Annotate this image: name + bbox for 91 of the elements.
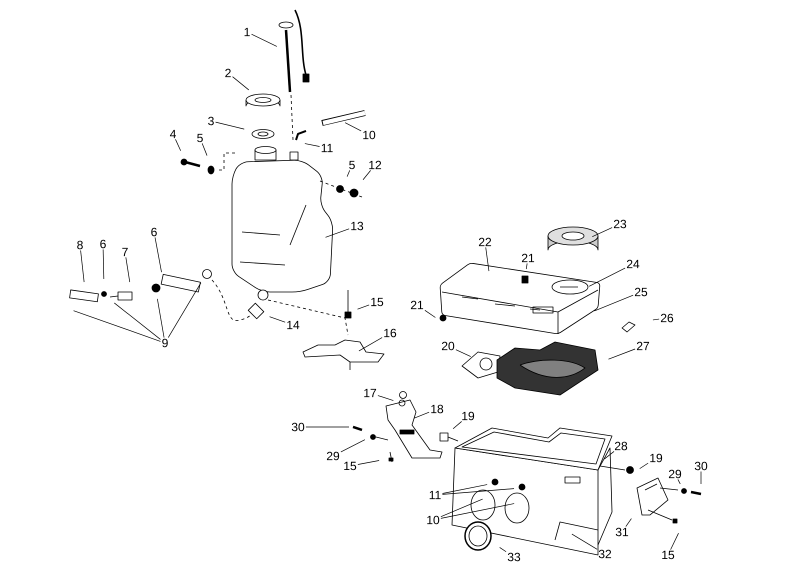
leader-line xyxy=(700,471,702,484)
callout-number: 15 xyxy=(344,462,356,470)
leader-line xyxy=(414,412,430,418)
callout-number: 3 xyxy=(208,116,214,126)
leader-line xyxy=(154,237,162,272)
leader-line xyxy=(157,298,164,338)
leader-line xyxy=(485,247,490,272)
callout-number: 24 xyxy=(626,260,640,268)
leader-line xyxy=(572,534,598,550)
callout-number: 23 xyxy=(614,220,626,228)
callout-number: 31 xyxy=(616,528,628,536)
callout-number: 21 xyxy=(410,300,424,310)
callout-number: 26 xyxy=(660,314,674,322)
leader-line xyxy=(126,256,130,282)
callout-number: 6 xyxy=(100,240,106,248)
callout-number: 2 xyxy=(225,68,231,78)
callout-number: 7 xyxy=(122,248,128,256)
leader-line xyxy=(114,302,161,340)
leader-line xyxy=(175,138,182,152)
callout-number: 17 xyxy=(364,388,376,398)
leader-line xyxy=(670,532,679,550)
leader-line xyxy=(594,294,634,312)
callout-number: 14 xyxy=(287,320,300,330)
callout-number: 13 xyxy=(351,222,364,230)
leader-line xyxy=(639,462,648,469)
leader-line xyxy=(269,316,286,323)
leader-line xyxy=(80,250,84,282)
leader-line xyxy=(251,34,278,47)
leader-line xyxy=(168,282,202,338)
leader-line xyxy=(442,484,488,494)
leader-line xyxy=(499,547,506,552)
callout-number: 27 xyxy=(636,342,650,350)
callout-number: 19 xyxy=(650,454,662,462)
callout-number: 6 xyxy=(151,228,157,236)
leader-line xyxy=(202,143,208,156)
leader-line xyxy=(362,170,371,180)
callout-number: 19 xyxy=(462,412,474,420)
leader-line xyxy=(102,249,104,280)
callout-number: 29 xyxy=(326,452,340,460)
leader-line xyxy=(604,451,614,460)
callout-number: 10 xyxy=(363,130,376,140)
leader-line xyxy=(678,479,681,484)
leader-line xyxy=(625,518,632,527)
callout-number: 33 xyxy=(508,552,520,562)
leader-line xyxy=(358,337,382,352)
callout-number: 21 xyxy=(522,254,534,262)
leader-line xyxy=(306,426,350,428)
leader-line xyxy=(440,498,483,518)
callout-number: 4 xyxy=(170,130,176,138)
leader-line xyxy=(592,227,612,238)
callout-number: 5 xyxy=(197,134,203,142)
leader-line xyxy=(232,76,250,90)
callout-number: 32 xyxy=(598,550,612,558)
leader-line xyxy=(357,304,370,310)
leader-line xyxy=(340,439,366,452)
callout-number: 25 xyxy=(634,288,648,296)
leader-line xyxy=(304,143,320,147)
callout-number: 9 xyxy=(162,338,168,348)
leader-line xyxy=(325,228,350,238)
callout-number: 29 xyxy=(668,470,682,478)
leader-line xyxy=(440,503,515,519)
leader-line xyxy=(588,268,626,287)
callout-number: 15 xyxy=(371,298,384,306)
callout-number: 11 xyxy=(430,490,441,500)
callout-number: 30 xyxy=(292,422,304,432)
callout-number: 16 xyxy=(384,328,396,338)
leader-line xyxy=(442,488,514,495)
callout-number: 5 xyxy=(349,160,355,170)
callout-number: 30 xyxy=(694,462,708,470)
callout-number: 22 xyxy=(478,238,492,246)
callout-number: 1 xyxy=(244,28,250,36)
leader-line xyxy=(652,318,660,320)
callout-number: 12 xyxy=(369,160,382,170)
leader-line xyxy=(526,263,528,270)
leader-line xyxy=(608,348,636,360)
leader-line xyxy=(344,122,362,132)
leader-line xyxy=(424,310,436,318)
callout-number: 15 xyxy=(662,550,674,560)
callout-number: 18 xyxy=(431,404,444,414)
leader-line xyxy=(358,460,380,465)
callout-number: 8 xyxy=(77,240,83,250)
callout-number: 28 xyxy=(614,442,628,450)
leader-line xyxy=(73,310,161,342)
callout-number: 10 xyxy=(427,516,440,524)
callout-number: 20 xyxy=(442,342,454,350)
leader-line xyxy=(346,170,350,177)
leader-line xyxy=(452,421,462,430)
callout-number: 11 xyxy=(322,144,333,152)
leader-line xyxy=(215,122,245,130)
leader-line xyxy=(378,395,394,401)
leader-line xyxy=(456,349,472,357)
